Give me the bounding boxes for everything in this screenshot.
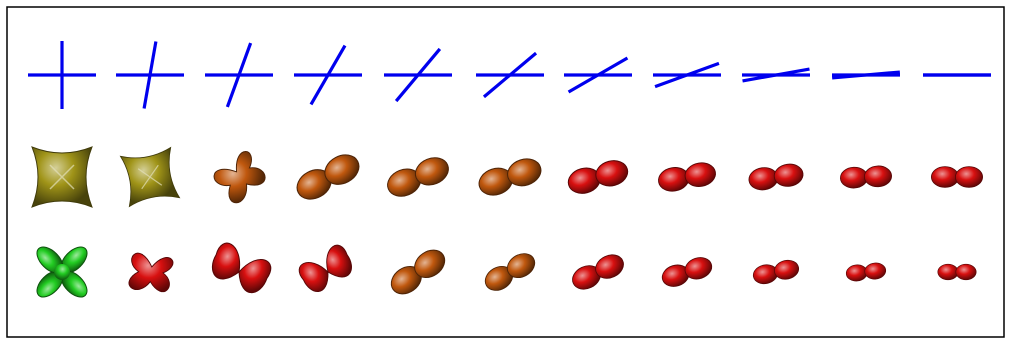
cross-glyph	[476, 51, 544, 99]
cross-row	[28, 41, 991, 109]
bowtie-glyph	[298, 244, 352, 292]
tilted-line	[394, 47, 442, 103]
bilobe-glyph	[930, 166, 984, 188]
tilted-line	[309, 44, 347, 106]
tilted-line	[225, 42, 253, 108]
bilobe-glyph	[658, 162, 716, 192]
bilobe-glyph	[748, 163, 804, 191]
cross-glyph	[294, 44, 362, 106]
glyph-row-bottom	[36, 242, 977, 298]
bilobe-glyph	[567, 160, 629, 194]
tilted-line	[482, 51, 538, 99]
cross-glyph	[28, 41, 96, 109]
cross-glyph	[831, 70, 901, 80]
bilobe-glyph	[840, 165, 892, 189]
bilobe-glyph	[478, 158, 542, 196]
bilobe-glyph	[752, 259, 800, 285]
bilobe-glyph	[390, 249, 446, 295]
cross-glyph	[116, 41, 184, 109]
figure-border	[6, 6, 1005, 338]
bilobe-glyph	[845, 262, 887, 282]
bilobe-glyph	[937, 263, 977, 281]
glyph-row-middle	[31, 146, 984, 208]
bilobe-glyph	[387, 157, 449, 197]
clover-glyph	[36, 246, 88, 298]
cross-glyph	[742, 67, 810, 83]
bilobe-glyph	[484, 253, 536, 291]
cross-glyph	[205, 42, 273, 108]
tilted-line	[567, 56, 629, 94]
square-star-glyph	[31, 146, 93, 208]
bilobe-glyph	[572, 254, 624, 290]
four-lobe-glyph	[213, 151, 266, 204]
cross-glyph	[653, 61, 721, 89]
tilted-line	[742, 67, 810, 83]
cross-glyph	[564, 56, 632, 94]
cross-glyph	[384, 47, 452, 103]
tilted-line	[142, 41, 158, 109]
bilobe-glyph	[661, 257, 713, 287]
square-star-glyph	[119, 146, 181, 208]
tilted-line	[654, 61, 720, 89]
tilted-line	[831, 70, 901, 80]
bilobe-glyph	[296, 154, 360, 200]
four-lobe-glyph	[128, 252, 174, 293]
bowtie-glyph	[212, 242, 272, 293]
